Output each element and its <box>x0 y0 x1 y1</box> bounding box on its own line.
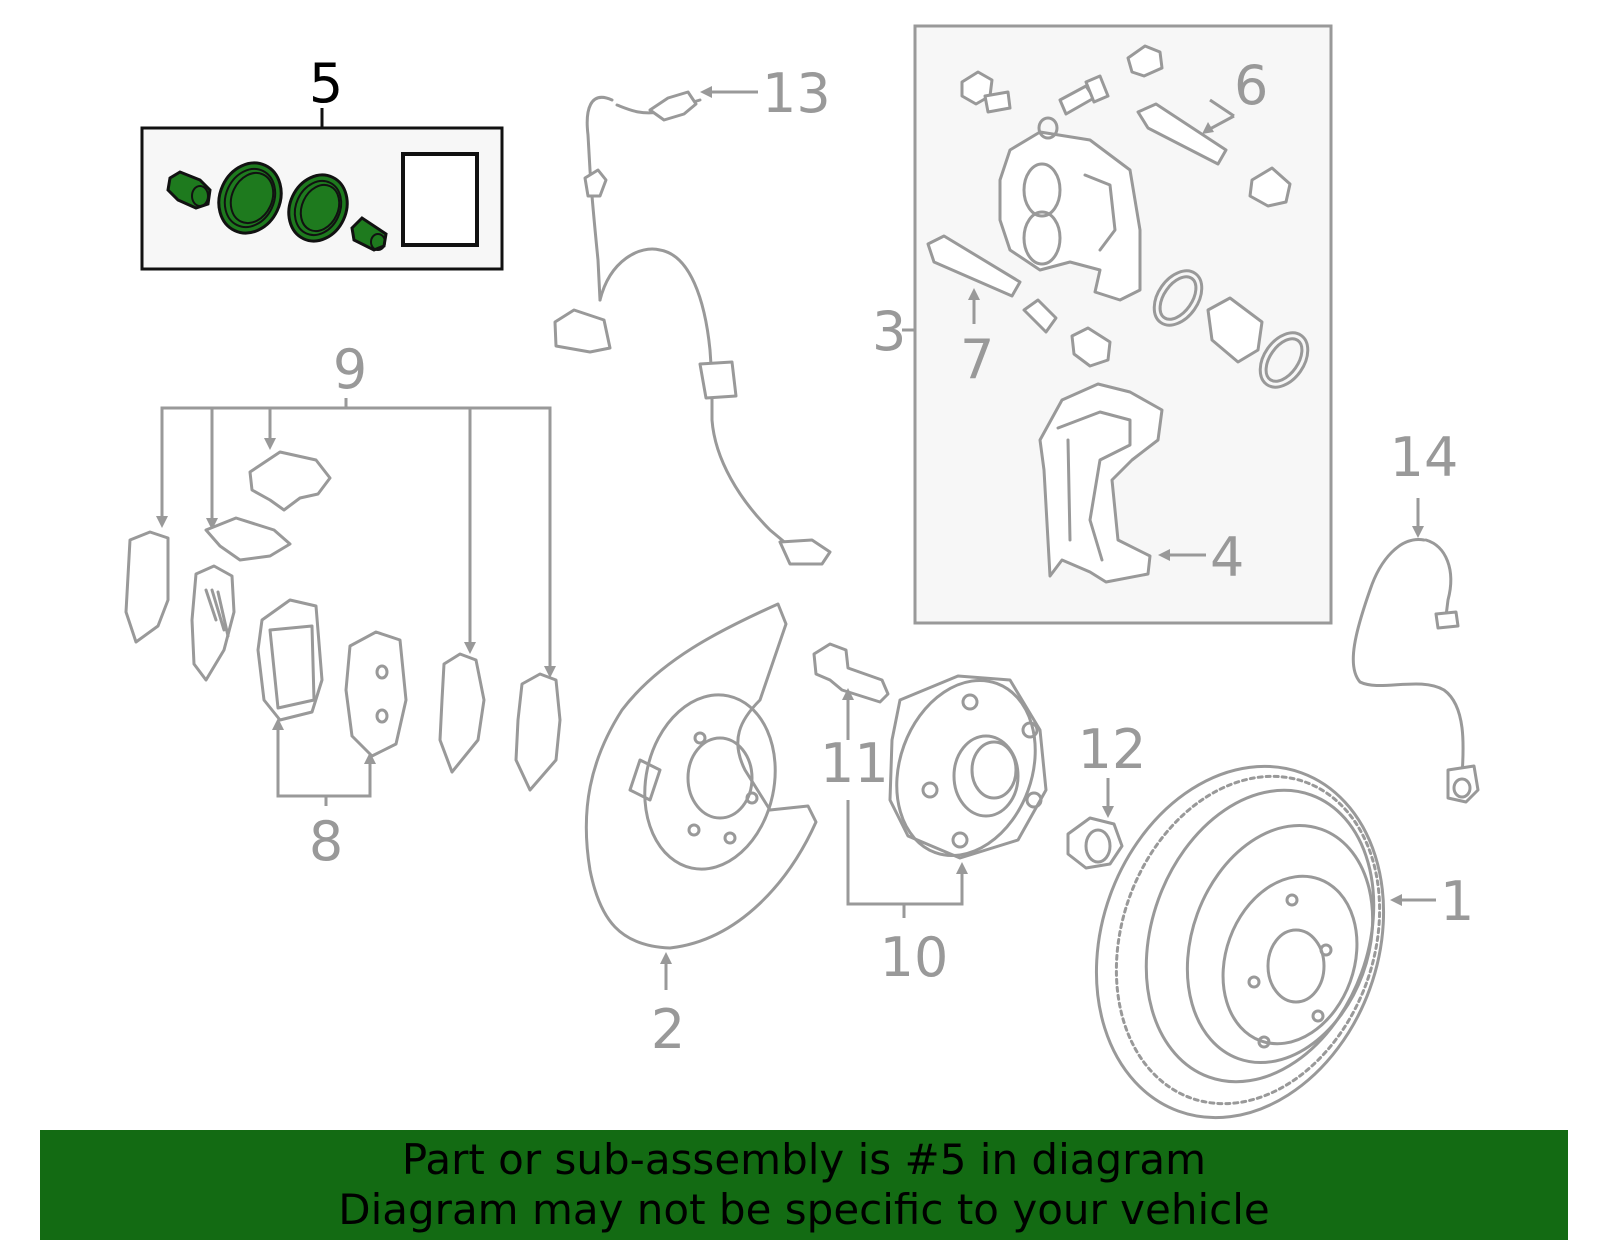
info-banner: Part or sub-assembly is #5 in diagram Di… <box>40 1130 1568 1240</box>
brake-pads-group[interactable] <box>256 598 408 806</box>
wheel-stud[interactable] <box>812 642 890 740</box>
abs-sensor-group[interactable] <box>553 86 832 566</box>
brake-rotor[interactable] <box>1049 726 1436 1130</box>
callout-5[interactable]: 5 <box>309 52 343 115</box>
dust-shield[interactable] <box>584 602 818 990</box>
caliper-assembly-box <box>913 24 1333 625</box>
hub-nut[interactable] <box>1066 778 1124 870</box>
piston-and-seals[interactable] <box>1144 262 1317 396</box>
brake-parts-diagram: 5 13 3 <box>124 24 1480 1130</box>
pad-hardware-group[interactable] <box>124 398 562 792</box>
dust-seal-icon <box>287 173 349 243</box>
brake-hose[interactable] <box>1351 498 1480 804</box>
piston-seal-icon <box>217 161 283 235</box>
seal-kit-group[interactable] <box>140 108 504 271</box>
callout-9[interactable]: 9 <box>333 338 367 401</box>
callout-14[interactable]: 14 <box>1390 426 1459 489</box>
callout-3[interactable]: 3 <box>872 300 906 363</box>
callout-4[interactable]: 4 <box>1210 526 1244 589</box>
callout-13[interactable]: 13 <box>762 62 831 125</box>
wheel-hub[interactable] <box>846 661 1059 918</box>
pin-boot-icon <box>350 216 388 252</box>
callout-10[interactable]: 10 <box>880 926 949 989</box>
banner-line-2: Diagram may not be specific to your vehi… <box>338 1185 1270 1234</box>
banner-line-1: Part or sub-assembly is #5 in diagram <box>401 1135 1207 1184</box>
callout-2[interactable]: 2 <box>651 998 685 1061</box>
grease-packet-icon <box>401 152 479 247</box>
callout-1[interactable]: 1 <box>1440 870 1474 933</box>
caliper-body[interactable] <box>998 116 1142 302</box>
caliper-hardware[interactable] <box>926 44 1292 368</box>
callout-7[interactable]: 7 <box>960 328 994 391</box>
callout-8[interactable]: 8 <box>309 810 343 873</box>
callout-12[interactable]: 12 <box>1078 718 1147 781</box>
caliper-bracket[interactable] <box>1038 382 1164 584</box>
callout-11[interactable]: 11 <box>820 732 889 795</box>
seal-kit-boot-icon <box>166 170 212 210</box>
callout-6[interactable]: 6 <box>1234 54 1268 117</box>
